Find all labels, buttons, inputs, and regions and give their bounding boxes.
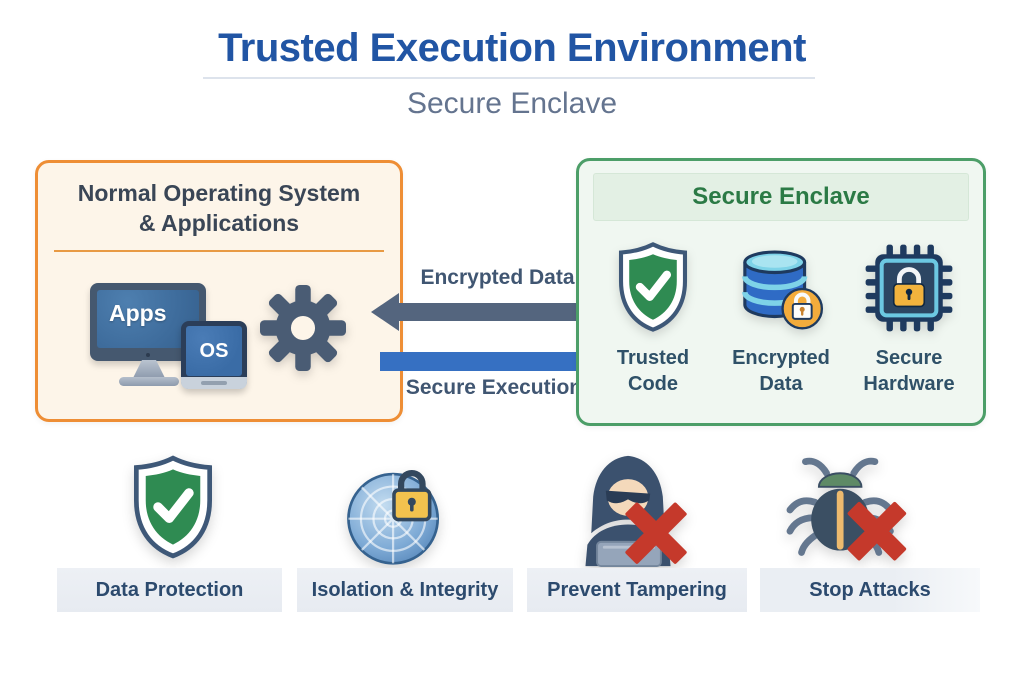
secure-enclave-items: Trusted Code — [589, 237, 973, 397]
bug-blocked-icon — [786, 457, 907, 561]
shield-check-icon — [133, 455, 213, 559]
gear-icon — [260, 285, 346, 371]
trusted-code-label: Trusted Code — [617, 345, 689, 397]
monitor-camera-dot — [146, 353, 150, 357]
blocked-x-icon — [847, 501, 907, 561]
normal-world-divider — [54, 249, 384, 252]
trusted-code-item: Trusted Code — [589, 237, 717, 397]
trusted-code-line1: Trusted — [616, 347, 690, 369]
laptop-slot — [201, 381, 227, 385]
page-title: Trusted Execution Environment — [218, 26, 806, 70]
benefit-label-prevent-tampering: Prevent Tampering — [527, 568, 747, 612]
title-divider — [203, 77, 815, 79]
globe-lock-icon — [347, 470, 440, 565]
monitor-base — [119, 377, 179, 386]
encrypted-data-item: Encrypted Data — [717, 237, 845, 397]
encrypted-data-line1: Encrypted — [732, 347, 830, 369]
encrypted-data-line2: Data — [759, 373, 803, 395]
laptop-icon: OS — [181, 321, 247, 389]
secure-execution-flow-label: Secure Execution — [405, 376, 583, 399]
secure-hardware-line2: Hardware — [863, 373, 955, 395]
benefit-label-isolation-integrity: Isolation & Integrity — [297, 568, 513, 612]
normal-world-title-line1: Normal Operating System — [77, 180, 361, 206]
apps-label: Apps — [109, 300, 167, 326]
encrypted-data-label: Encrypted Data — [732, 345, 830, 397]
blocked-x-icon — [625, 502, 687, 564]
monitor-stand — [133, 360, 165, 378]
hacker-blocked-icon — [585, 455, 687, 568]
secure-enclave-title: Secure Enclave — [593, 173, 969, 221]
secure-hardware-line1: Secure — [875, 347, 943, 369]
left-arrow-shaft — [398, 303, 598, 321]
secure-hardware-item: Secure Hardware — [845, 237, 973, 397]
page-subtitle: Secure Enclave — [406, 87, 618, 120]
os-label: OS — [186, 326, 242, 376]
encrypted-data-flow-label: Encrypted Data — [420, 266, 575, 289]
database-lock-icon — [737, 237, 825, 333]
secure-hardware-label: Secure Hardware — [863, 345, 954, 397]
right-arrow-shaft — [380, 352, 576, 371]
benefit-label-data-protection: Data Protection — [57, 568, 282, 612]
trusted-code-line2: Code — [628, 373, 678, 395]
normal-world-box: Normal Operating System & Applications A… — [35, 160, 403, 422]
left-arrow-head — [371, 293, 399, 331]
chip-lock-icon — [864, 237, 954, 333]
normal-world-title: Normal Operating System & Applications — [38, 178, 400, 239]
secure-enclave-box: Secure Enclave Trusted Code — [576, 158, 986, 426]
normal-world-title-line2: & Applications — [138, 210, 300, 237]
shield-check-icon — [612, 237, 694, 333]
benefit-label-stop-attacks: Stop Attacks — [760, 568, 980, 612]
